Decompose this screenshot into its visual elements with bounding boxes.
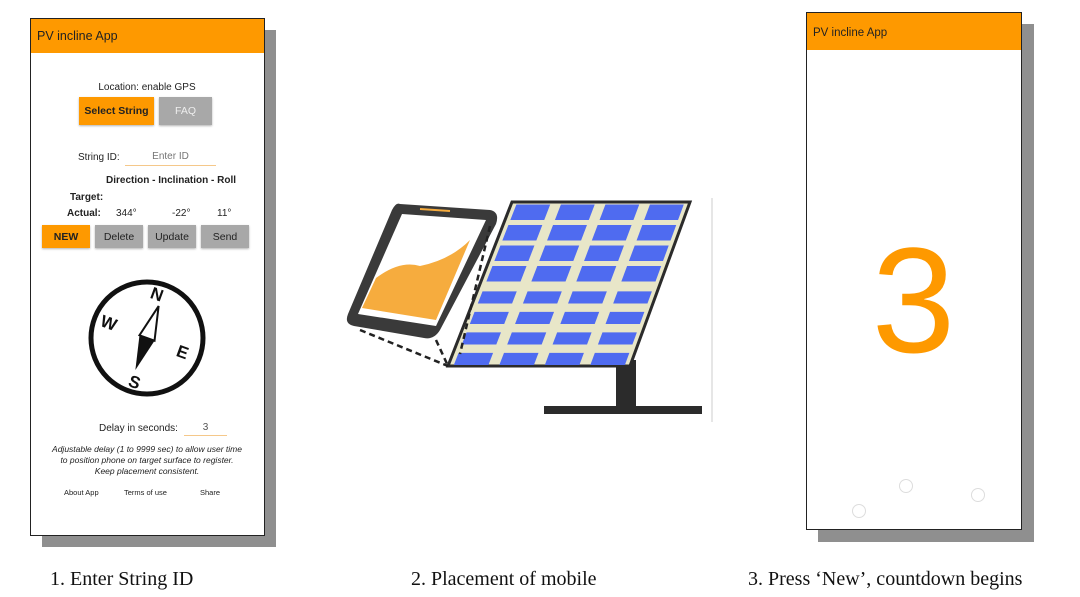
solar-cell bbox=[510, 204, 551, 221]
nav-recent-icon[interactable] bbox=[971, 488, 985, 502]
string-id-input[interactable] bbox=[125, 148, 216, 166]
solar-cell bbox=[597, 332, 637, 345]
solar-cell bbox=[644, 204, 684, 221]
solar-cell bbox=[613, 291, 652, 304]
nav-home-icon[interactable] bbox=[899, 479, 913, 493]
solar-cell bbox=[605, 311, 645, 325]
solar-cell bbox=[486, 265, 527, 282]
solar-cell bbox=[502, 224, 543, 241]
solar-cell bbox=[477, 291, 517, 304]
app-bar-3: PV incline App bbox=[807, 13, 1021, 50]
nav-back-icon[interactable] bbox=[852, 504, 866, 518]
string-id-label: String ID: bbox=[78, 152, 120, 163]
solar-cell bbox=[539, 245, 580, 262]
send-button[interactable]: Send bbox=[201, 225, 249, 248]
solar-cell bbox=[628, 245, 669, 262]
delete-button[interactable]: Delete bbox=[95, 225, 143, 248]
solar-cell bbox=[522, 291, 562, 304]
solar-cell bbox=[544, 352, 584, 366]
about-app-link[interactable]: About App bbox=[64, 488, 99, 497]
actual-direction: 344° bbox=[116, 208, 137, 219]
compass-e: E bbox=[174, 341, 191, 363]
delay-label: Delay in seconds: bbox=[99, 423, 178, 434]
countdown-number: 3 bbox=[871, 216, 956, 384]
compass-s: S bbox=[126, 371, 143, 393]
delay-input[interactable] bbox=[184, 420, 227, 436]
solar-cell bbox=[560, 311, 600, 325]
new-button[interactable]: NEW bbox=[42, 225, 90, 248]
phone-on-solar-panel-illustration bbox=[346, 198, 713, 422]
solar-cell bbox=[507, 332, 547, 345]
solar-cell bbox=[636, 224, 677, 241]
faq-button[interactable]: FAQ bbox=[159, 97, 212, 125]
terms-link[interactable]: Terms of use bbox=[124, 488, 167, 497]
solar-cell bbox=[584, 245, 624, 262]
solar-cells bbox=[453, 204, 684, 366]
solar-cell bbox=[469, 311, 509, 325]
compass-icon: N E S W bbox=[88, 279, 206, 397]
app-title-3: PV incline App bbox=[813, 27, 888, 39]
solar-cell bbox=[461, 332, 501, 345]
target-label: Target: bbox=[70, 192, 104, 203]
compass-n: N bbox=[148, 283, 166, 305]
actual-roll: 11° bbox=[217, 208, 232, 219]
app-title: PV incline App bbox=[37, 29, 118, 43]
solar-cell bbox=[599, 204, 640, 221]
phone-screen-3: PV incline App 3 bbox=[806, 12, 1022, 530]
solar-cell bbox=[568, 291, 607, 304]
solar-cell bbox=[547, 224, 587, 241]
update-button[interactable]: Update bbox=[148, 225, 196, 248]
solar-cell bbox=[515, 311, 555, 325]
solar-cell bbox=[531, 265, 572, 282]
share-link[interactable]: Share bbox=[200, 488, 221, 497]
solar-cell bbox=[621, 265, 662, 282]
solar-cell bbox=[591, 224, 632, 241]
solar-cell bbox=[494, 245, 535, 262]
solar-cell bbox=[453, 352, 494, 366]
compass-w: W bbox=[98, 311, 120, 335]
column-header: Direction - Inclination - Roll bbox=[106, 175, 236, 186]
caption-3: 3. Press ‘New’, countdown begins bbox=[748, 568, 1023, 590]
solar-cell bbox=[499, 352, 539, 366]
actual-label: Actual: bbox=[67, 208, 101, 219]
phone-screen-1: PV incline App Location: enable GPS Sele… bbox=[30, 18, 265, 536]
solar-cell bbox=[590, 352, 630, 366]
solar-cell bbox=[576, 265, 617, 282]
caption-2: 2. Placement of mobile bbox=[411, 568, 597, 590]
phone-icon bbox=[346, 203, 498, 339]
solar-cell bbox=[552, 332, 592, 345]
location-status: Location: enable GPS bbox=[98, 82, 196, 93]
app-bar: PV incline App bbox=[31, 19, 264, 53]
select-string-button[interactable]: Select String bbox=[79, 97, 154, 125]
solar-cell bbox=[554, 204, 595, 221]
delay-help-text: Adjustable delay (1 to 9999 sec) to allo… bbox=[52, 444, 242, 476]
actual-inclination: -22° bbox=[172, 208, 191, 219]
caption-1: 1. Enter String ID bbox=[50, 568, 194, 590]
